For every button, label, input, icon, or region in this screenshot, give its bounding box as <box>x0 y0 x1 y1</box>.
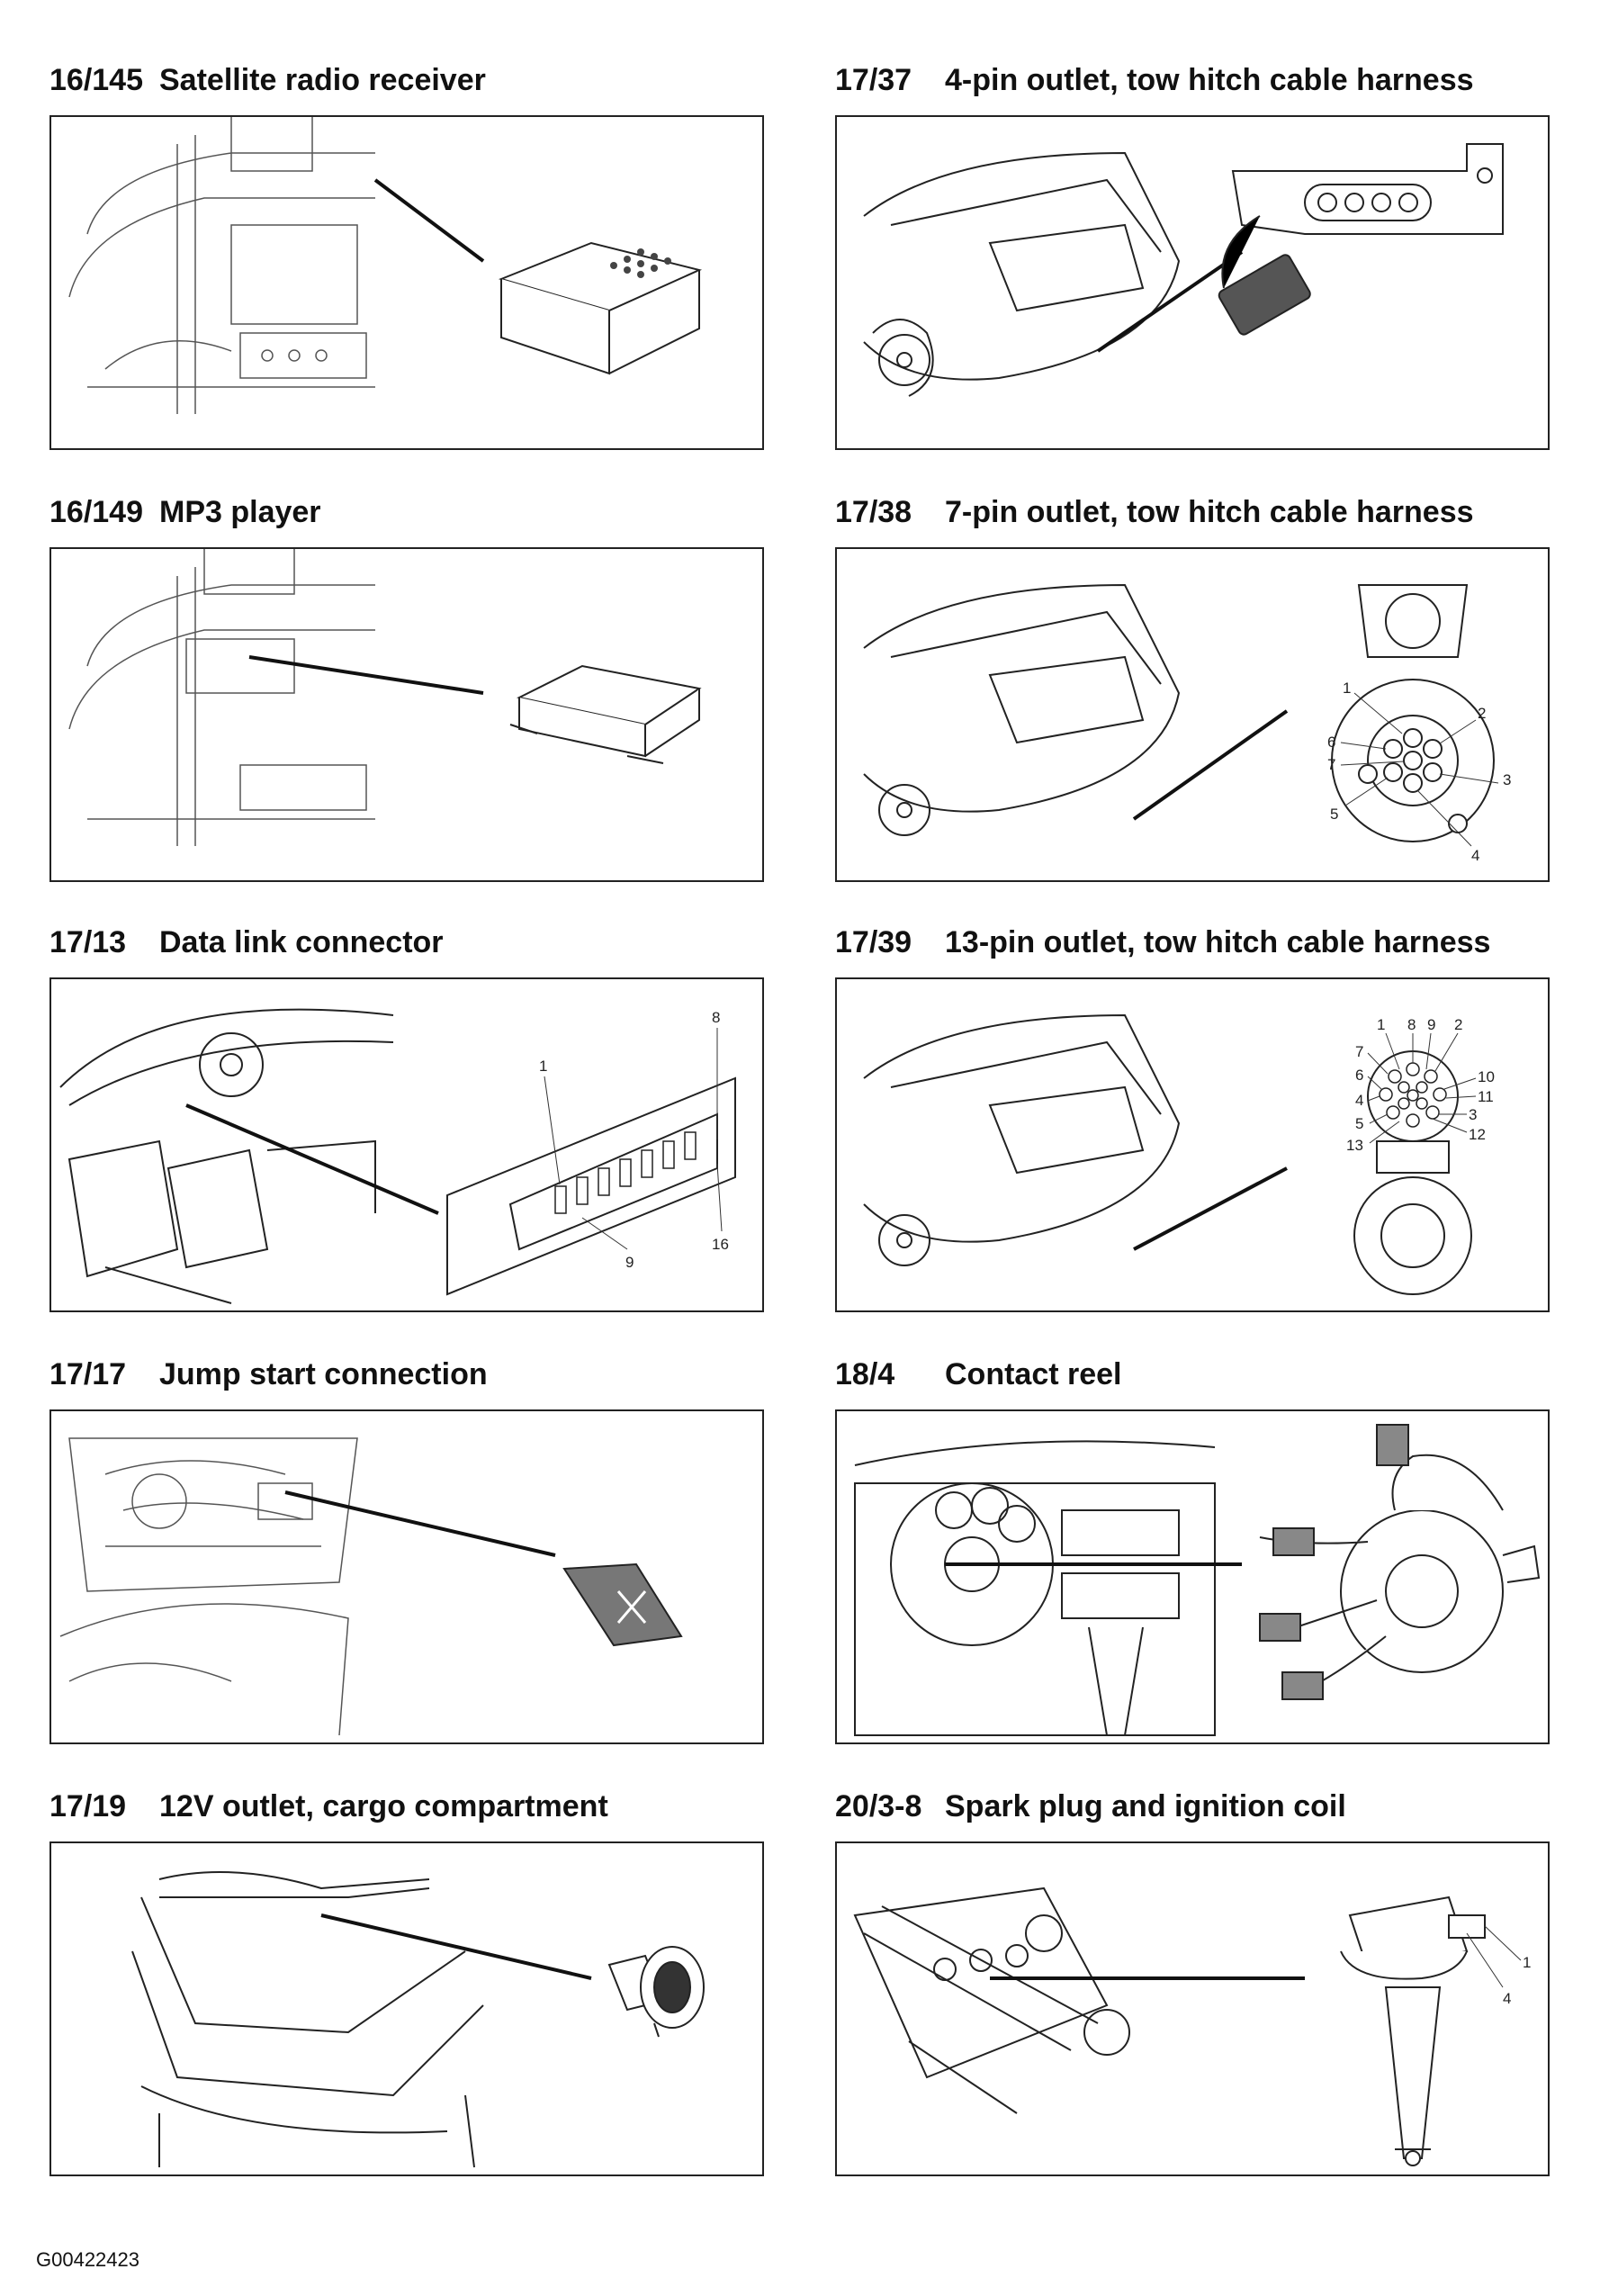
pin-label: 2 <box>1478 705 1486 722</box>
figure-title: Contact reel <box>945 1357 1122 1391</box>
pin-label: 13 <box>1346 1137 1363 1154</box>
4-pin-outlet-illustration <box>863 143 1504 397</box>
illustration-frame: 1 8 9 2 7 6 4 5 13 10 11 3 12 <box>835 977 1550 1312</box>
pin-label: 5 <box>1355 1115 1363 1132</box>
figure-code: 17/13 <box>49 925 127 959</box>
figure-code: 16/149 <box>49 495 143 529</box>
satellite-radio-illustration <box>68 117 703 414</box>
figure-title: Spark plug and ignition coil <box>945 1789 1346 1823</box>
illustration-frame <box>49 547 764 882</box>
illustration-frame <box>835 1409 1550 1744</box>
pin-label: 3 <box>1503 771 1511 788</box>
panel-heading: 17/37 4-pin outlet, tow hitch cable harne… <box>835 63 1474 98</box>
pin-label: 8 <box>712 1009 720 1026</box>
illustration-frame <box>49 115 764 450</box>
jump-start-illustration <box>59 1437 683 1736</box>
figure-code: 18/4 <box>835 1357 895 1391</box>
pin-label: 7 <box>1355 1043 1363 1060</box>
figure-title: Satellite radio receiver <box>159 63 486 97</box>
illustration-frame <box>835 115 1550 450</box>
illustration-frame: 1 2 3 4 5 6 7 <box>835 547 1550 882</box>
pin-label: 7 <box>1327 756 1335 773</box>
panel-heading: 17/13 Data link connector <box>49 925 444 960</box>
panel-heading: 16/149 MP3 player <box>49 495 321 530</box>
panel-heading: 16/145 Satellite radio receiver <box>49 63 486 98</box>
12v-outlet-illustration <box>131 1871 705 2168</box>
pin-label: 6 <box>1355 1067 1363 1084</box>
illustration-frame: 1 8 9 16 <box>49 977 764 1312</box>
figure-title: 7-pin outlet, tow hitch cable harness <box>945 495 1474 529</box>
pin-label: 9 <box>1427 1016 1435 1033</box>
figure-title: 13-pin outlet, tow hitch cable harness <box>945 925 1491 959</box>
pin-label: 4 <box>1471 847 1479 864</box>
pin-label: 5 <box>1330 806 1338 823</box>
figure-code: 17/37 <box>835 63 912 97</box>
illustration-frame <box>49 1409 764 1744</box>
pin-label: 16 <box>712 1236 729 1253</box>
panel-heading: 18/4 Contact reel <box>835 1357 1122 1392</box>
spark-plug-coil-illustration: 1 4 <box>853 1886 1531 2166</box>
figure-id: G00422423 <box>36 2248 139 2271</box>
7-pin-outlet-illustration: 1 2 3 4 5 6 7 <box>863 583 1511 864</box>
pin-label: 1 <box>1343 680 1351 697</box>
figure-code: 16/145 <box>49 63 143 97</box>
pin-label: 9 <box>625 1254 634 1271</box>
figure-title: 4-pin outlet, tow hitch cable harness <box>945 63 1474 97</box>
figure-code: 17/38 <box>835 495 912 529</box>
figure-code: 20/3-8 <box>835 1789 922 1823</box>
mp3-player-illustration <box>68 549 702 846</box>
pin-label: 8 <box>1407 1016 1416 1033</box>
panel-heading: 17/38 7-pin outlet, tow hitch cable harne… <box>835 495 1474 530</box>
figure-title: Data link connector <box>159 925 444 959</box>
figure-title: 12V outlet, cargo compartment <box>159 1789 608 1823</box>
pin-label: 3 <box>1469 1106 1477 1123</box>
figure-code: 17/19 <box>49 1789 127 1823</box>
figure-code: 17/17 <box>49 1357 127 1391</box>
pin-label: 1 <box>1523 1954 1531 1971</box>
pin-label: 2 <box>1454 1016 1462 1033</box>
pin-label: 1 <box>1377 1016 1385 1033</box>
panel-heading: 17/17 Jump start connection <box>49 1357 488 1392</box>
illustration-frame: 1 4 <box>835 1841 1550 2176</box>
panel-heading: 17/39 13-pin outlet, tow hitch cable harn… <box>835 925 1490 960</box>
panel-heading: 20/3-8 Spark plug and ignition coil <box>835 1789 1346 1824</box>
data-link-connector-illustration: 1 8 9 16 <box>59 1008 736 1304</box>
illustration-frame <box>49 1841 764 2176</box>
contact-reel-illustration <box>854 1424 1541 1736</box>
panel-heading: 17/19 12V outlet, cargo compartment <box>49 1789 608 1824</box>
figure-code: 17/39 <box>835 925 912 959</box>
figure-title: MP3 player <box>159 495 321 529</box>
pin-label: 6 <box>1327 734 1335 751</box>
pin-label: 12 <box>1469 1126 1486 1143</box>
pin-label: 1 <box>539 1058 547 1075</box>
13-pin-outlet-illustration: 1 8 9 2 7 6 4 5 13 10 11 3 12 <box>863 1013 1495 1295</box>
pin-label: 10 <box>1478 1068 1495 1085</box>
pin-label: 11 <box>1478 1088 1494 1105</box>
pin-label: 4 <box>1355 1092 1363 1109</box>
figure-title: Jump start connection <box>159 1357 488 1391</box>
pin-label: 4 <box>1503 1990 1511 2007</box>
